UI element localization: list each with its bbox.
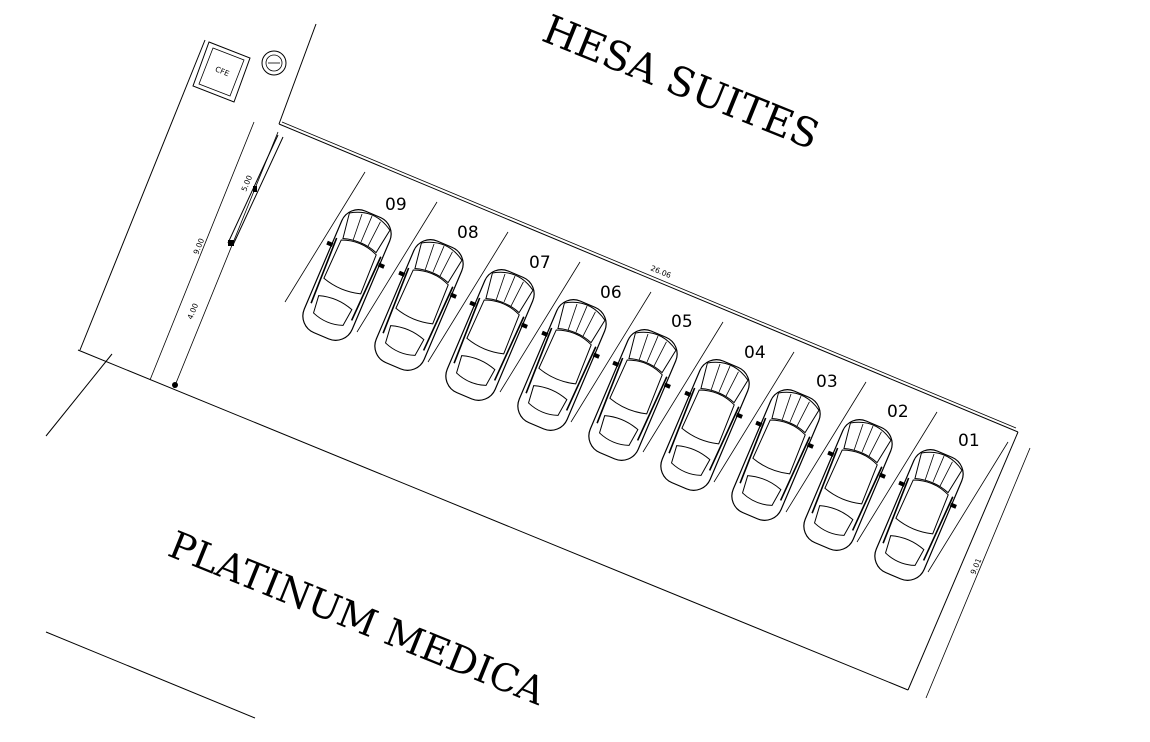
segment-dimension-line [173, 131, 279, 389]
stall-number: 02 [887, 402, 909, 422]
length-dimension: 26.06 [649, 264, 672, 281]
stall-divider-line [356, 201, 438, 333]
stall-divider-line [856, 411, 938, 543]
left-dimension-line [149, 121, 255, 381]
gate [227, 134, 284, 246]
lower-street-line [45, 631, 256, 719]
segment-bottom-dimension: 4.00 [186, 302, 201, 321]
stall-number: 05 [671, 312, 693, 332]
cfe-meter-box: CFE [192, 41, 251, 103]
cars [302, 209, 964, 581]
car-icon [588, 329, 678, 461]
stall-number: 07 [529, 253, 551, 273]
length-dimension-line [281, 121, 1017, 429]
stall-divider-line [284, 171, 366, 303]
sidewalk-corner-line [45, 353, 113, 437]
site-lines [45, 23, 1019, 719]
meter-box-label: CFE [214, 65, 231, 79]
segment-top-dimension: 5.00 [240, 174, 255, 193]
manhole-icon [261, 50, 287, 76]
stall-divider-line [713, 351, 795, 483]
stall-divider-line [499, 261, 581, 393]
stall-number: 04 [744, 343, 766, 363]
car-icon [803, 419, 893, 551]
stall-number: 06 [600, 283, 622, 303]
stall-number: 09 [385, 195, 407, 215]
stall-dividers [284, 171, 1009, 573]
stall-divider-line [927, 441, 1009, 573]
right-dimension-line [925, 447, 1031, 699]
car-icon [660, 359, 750, 491]
lot-top-line [278, 123, 1019, 433]
lot-right-line [907, 431, 1019, 691]
stall-number: 01 [958, 431, 980, 451]
street-edge-line [278, 23, 317, 125]
car-icon [517, 299, 607, 431]
stall-divider-line [570, 291, 652, 423]
car-icon [874, 449, 964, 581]
stall-divider-line [427, 231, 509, 363]
car-icon [302, 209, 392, 341]
dimensions: 26.06 9.01 9.00 5.00 4.00 [149, 121, 1031, 699]
lot-bottom-line [77, 349, 909, 691]
car-icon [445, 269, 535, 401]
sidewalk-line [79, 39, 206, 351]
stall-divider-line [785, 381, 867, 513]
bottom-building-label: PLATINUM MEDICA [163, 523, 552, 714]
stall-divider-line [642, 321, 724, 453]
car-icon [731, 389, 821, 521]
stall-numbers: 09 08 07 06 05 04 03 02 01 [385, 195, 980, 451]
stall-number: 03 [816, 372, 838, 392]
car-icon [374, 239, 464, 371]
top-building-label: HESA SUITES [536, 7, 825, 160]
stall-number: 08 [457, 223, 479, 243]
